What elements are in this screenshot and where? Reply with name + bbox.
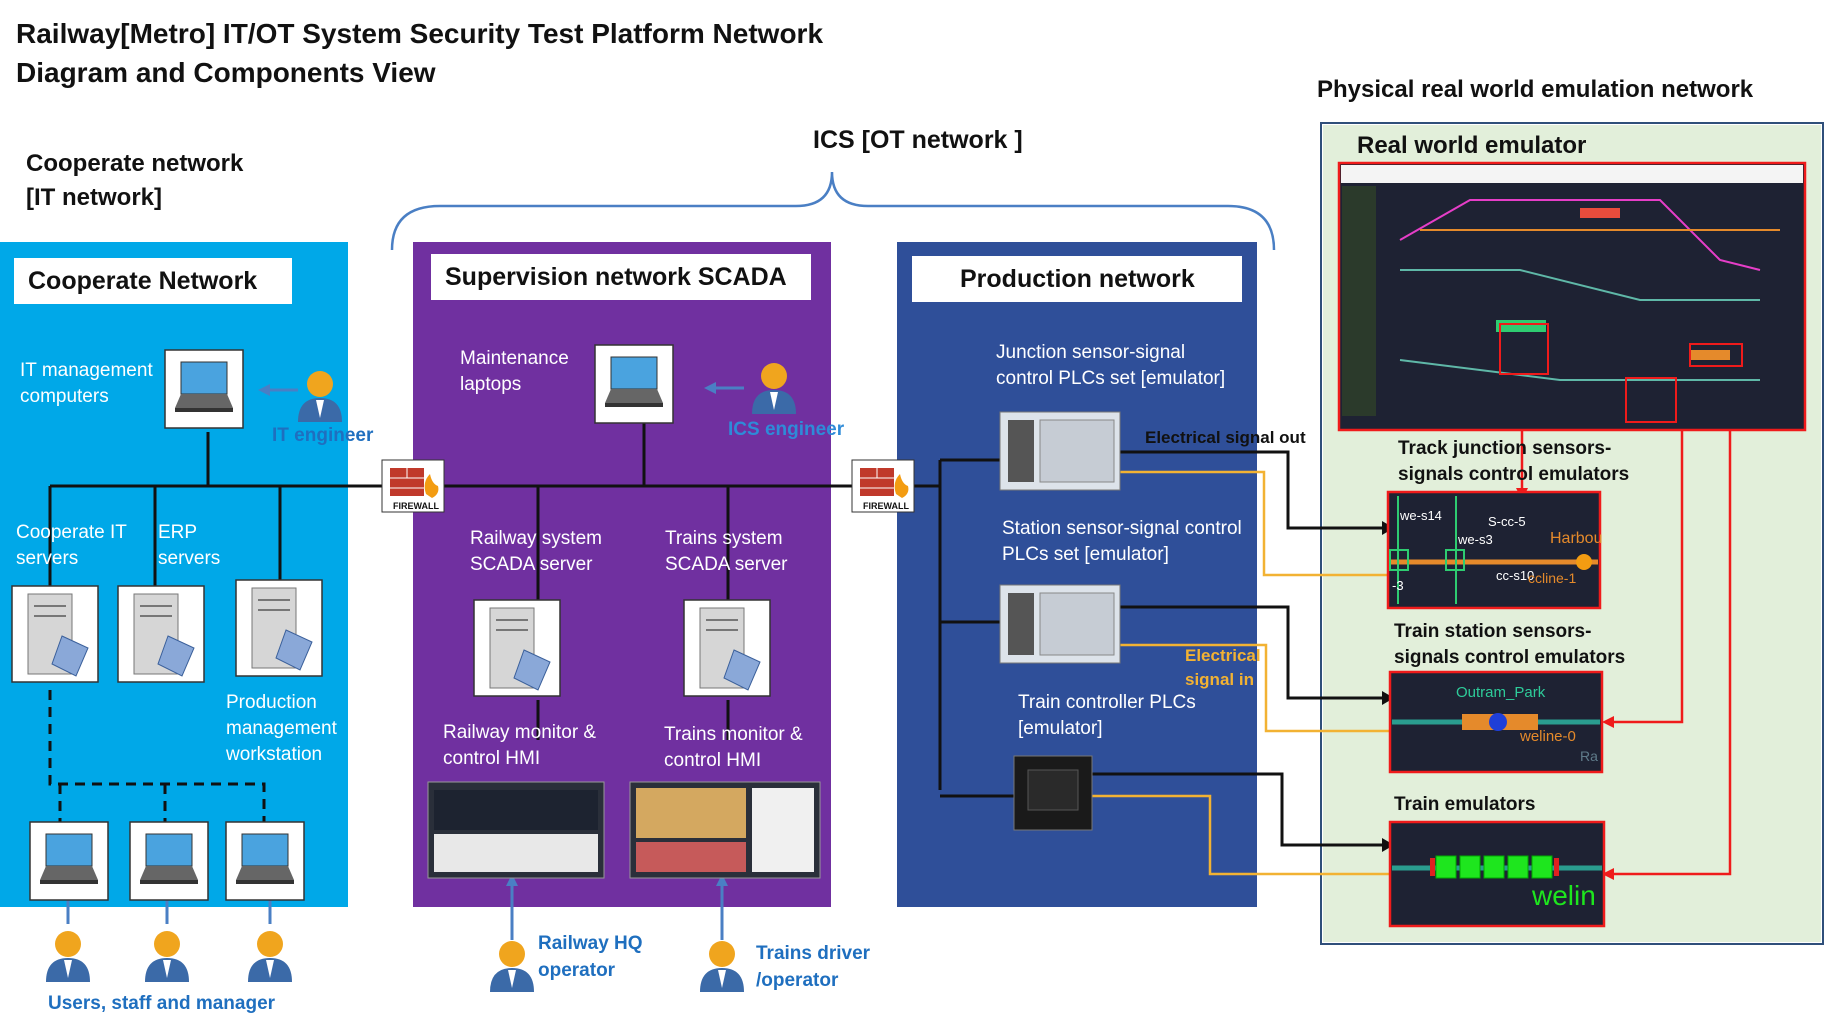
railway-hmi-label: Railway monitor & control HMI [443,722,597,769]
junction-emulator [1386,490,1602,610]
plc-icon [999,584,1121,664]
track-junction-label: Track junction sensors-signals control e… [1398,438,1630,485]
junction-plc-label: Junction sensor-signal control PLCs set … [996,342,1226,389]
trains-hmi-label: Trains monitor & control HMI [664,724,803,771]
jn-label-3: Harbou [1550,530,1603,547]
driver-label: Trains driver /operator [756,943,871,991]
jn-label-2: we-s3 [1458,532,1493,547]
header-physical: Physical real world emulation network [1317,76,1754,103]
coop-servers-label: Cooperate IT servers [16,522,127,569]
erp-servers-label: ERP servers [158,522,221,569]
laptop-icon [225,821,305,901]
firewall-label-1: FIREWALL [393,501,439,511]
server-icon [235,579,323,677]
user-icon [490,941,534,992]
laptop-icon [594,344,674,424]
train-emus-label: Train emulators [1394,794,1536,815]
st-label-0: Outram_Park [1456,684,1546,701]
server-icon [11,585,99,683]
sig-out-label: Electrical signal out [1145,428,1306,447]
firewall-label-2: FIREWALL [863,501,909,511]
st-label-2: Ra [1580,748,1598,764]
sig-in-label: Electrical signal in [1185,646,1261,689]
railway-server-label: Railway system SCADA server [470,528,602,575]
plc-icon [999,411,1121,491]
maint-laptops-label: Maintenance laptops [460,348,569,395]
user-icon [46,931,90,982]
tr-label: welin [1532,880,1596,911]
server-icon [117,585,205,683]
it-mgmt-label: IT management computers [20,360,153,407]
header-cooperate-it: Cooperate network [IT network] [26,150,244,211]
st-label-1: weline-0 [1520,728,1576,745]
user-icon [700,941,744,992]
emulator-screen [1337,161,1807,432]
laptop-icon [29,821,109,901]
ics-engineer-label: ICS engineer [728,419,845,440]
jn-label-4: cc-s10 [1496,568,1535,583]
it-engineer-label: IT engineer [272,425,374,446]
user-icon [145,931,189,982]
production-title: Production network [912,256,1242,302]
train-station-label: Train station sensors-signals control em… [1394,621,1626,668]
station-plc-label: Station sensor-signal control PLCs set [… [1002,518,1242,565]
laptop-icon [129,821,209,901]
train-plc-label: Train controller PLCs [emulator] [1018,692,1196,739]
user-icon [298,371,342,422]
cooperate-title: Cooperate Network [14,258,292,304]
page-title: Railway[Metro] IT/OT System Security Tes… [16,18,824,88]
jn-label-1: S-cc-5 [1488,514,1526,529]
scada-title: Supervision network SCADA [431,254,811,300]
trains-server-label: Trains system SCADA server [665,528,788,575]
jn-label-5: ccline-1 [1528,570,1577,586]
server-icon [683,599,771,697]
laptop-icon [164,349,244,429]
server-icon [473,599,561,697]
user-icon [248,931,292,982]
jn-label-6: -3 [1392,578,1404,593]
users-label: Users, staff and manager [48,993,276,1014]
user-icon [752,363,796,414]
prod-ws-label: Production management workstation [226,692,337,765]
emulator-title: Real world emulator [1357,132,1587,159]
jn-label-0: we-s14 [1400,508,1442,523]
header-ics-ot: ICS [OT network ] [813,126,1023,154]
hq-operator-label: Railway HQ operator [538,933,643,981]
